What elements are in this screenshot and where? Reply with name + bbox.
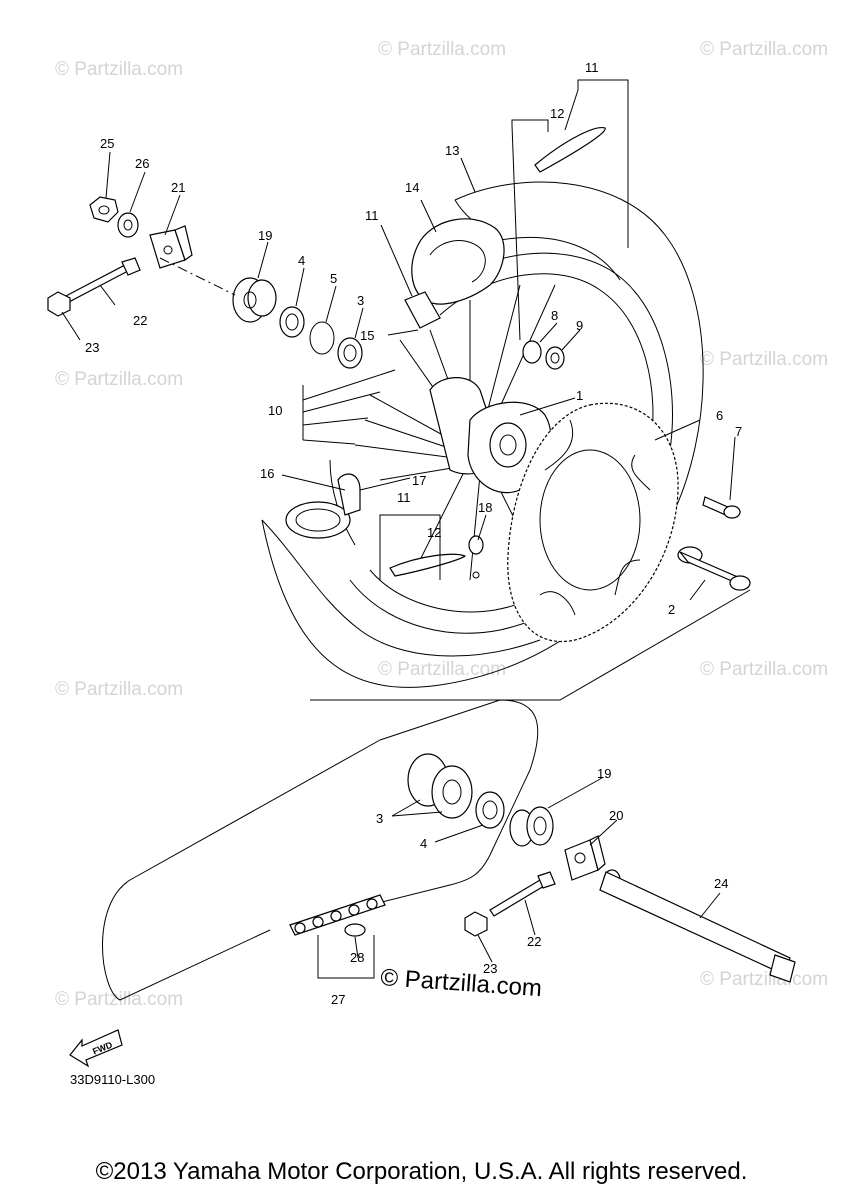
watermark-text: © Partzilla.com (700, 659, 828, 680)
bolt-22-upper (61, 257, 141, 305)
callout-23: 23 (85, 340, 99, 355)
callout-22: 22 (133, 313, 147, 328)
bearings-3-lower (407, 753, 473, 819)
sprocket (507, 402, 679, 643)
callout-4: 4 (298, 253, 305, 268)
rim-lock (285, 473, 484, 579)
collar-19-lower (509, 806, 554, 847)
rim-band-strip-12-upper (534, 127, 606, 173)
fwd-arrow-icon: FWD (69, 1029, 123, 1068)
callout-11-upper: 11 (585, 60, 599, 75)
callout-11-lower: 11 (397, 490, 411, 505)
callout-27: 27 (331, 992, 345, 1007)
watermark-text: © Partzilla.com (378, 659, 506, 680)
washer-9 (545, 346, 565, 370)
callout-18: 18 (478, 500, 492, 515)
washer-23-lower (464, 911, 488, 937)
callout-19-lower: 19 (597, 766, 611, 781)
master-link-27 (289, 894, 386, 936)
callout-4-lower: 4 (420, 836, 427, 851)
callout-15: 15 (360, 328, 374, 343)
copyright-notice: ©2013 Yamaha Motor Corporation, U.S.A. A… (95, 1158, 748, 1185)
callout-25: 25 (100, 136, 114, 151)
callout-9: 9 (576, 318, 583, 333)
callout-1: 1 (576, 388, 583, 403)
callout-22-lower: 22 (527, 934, 541, 949)
axle-centerline (159, 257, 236, 296)
callout-8: 8 (551, 308, 558, 323)
adjuster-block-20 (564, 835, 606, 881)
watermark-text: © Partzilla.com (700, 349, 828, 370)
watermark-text: © Partzilla.com (700, 39, 828, 60)
leader-lines (61, 79, 736, 601)
callout-12-lower: 12 (427, 525, 441, 540)
callout-24: 24 (714, 876, 728, 891)
circlip-5 (309, 321, 335, 355)
callout-10: 10 (268, 403, 282, 418)
watermark-text: © Partzilla.com (55, 59, 183, 80)
callout-19: 19 (258, 228, 272, 243)
bolt-22-lower (489, 871, 556, 917)
rim-band (404, 218, 505, 329)
callout-17: 17 (412, 473, 426, 488)
watermark-text: © Partzilla.com (700, 969, 828, 990)
link-clip-28 (344, 923, 366, 937)
callout-3: 3 (357, 293, 364, 308)
callout-20: 20 (609, 808, 623, 823)
callout-16: 16 (260, 466, 274, 481)
watermark-text: © Partzilla.com (55, 679, 183, 700)
callout-23-lower: 23 (483, 961, 497, 976)
washer-26 (117, 212, 139, 238)
watermark-text: © Partzilla.com (378, 39, 506, 60)
callout-26: 26 (135, 156, 149, 171)
callout-14: 14 (405, 180, 419, 195)
callout-28: 28 (350, 950, 364, 965)
bearing-3-upper (337, 337, 363, 369)
callout-2: 2 (668, 602, 675, 617)
callout-6: 6 (716, 408, 723, 423)
nut-25 (89, 196, 119, 223)
watermark-text: © Partzilla.com (55, 369, 183, 390)
callout-12-upper: 12 (550, 106, 564, 121)
adjuster-block-21 (149, 225, 193, 269)
bearing-4-upper (279, 306, 305, 338)
callout-7: 7 (735, 424, 742, 439)
bolt-7 (702, 496, 741, 519)
rear-axle-24 (599, 869, 796, 983)
callout-5: 5 (330, 271, 337, 286)
center-watermark: © Partzilla.com (380, 964, 543, 1002)
collar (677, 546, 751, 591)
diagram-code: 33D9110-L300 (70, 1072, 156, 1087)
callout-21: 21 (171, 180, 185, 195)
callout-11: 11 (365, 208, 379, 223)
washer-23-upper (47, 291, 71, 317)
exploded-parts-diagram: © Partzilla.com © Partzilla.com © Partzi… (47, 39, 828, 1068)
leader-lines-lower (317, 777, 721, 979)
bearing-4-lower (475, 791, 505, 829)
nipple-8 (522, 340, 542, 364)
callout-13: 13 (445, 143, 459, 158)
rim-band-strip-12-lower (389, 553, 467, 577)
collar-19-upper (232, 277, 277, 323)
callout-3-lower: 3 (376, 811, 383, 826)
drive-chain (102, 699, 539, 1001)
callout-labels: 25 26 21 19 4 5 3 22 23 13 14 11 15 11 1… (85, 60, 742, 1007)
